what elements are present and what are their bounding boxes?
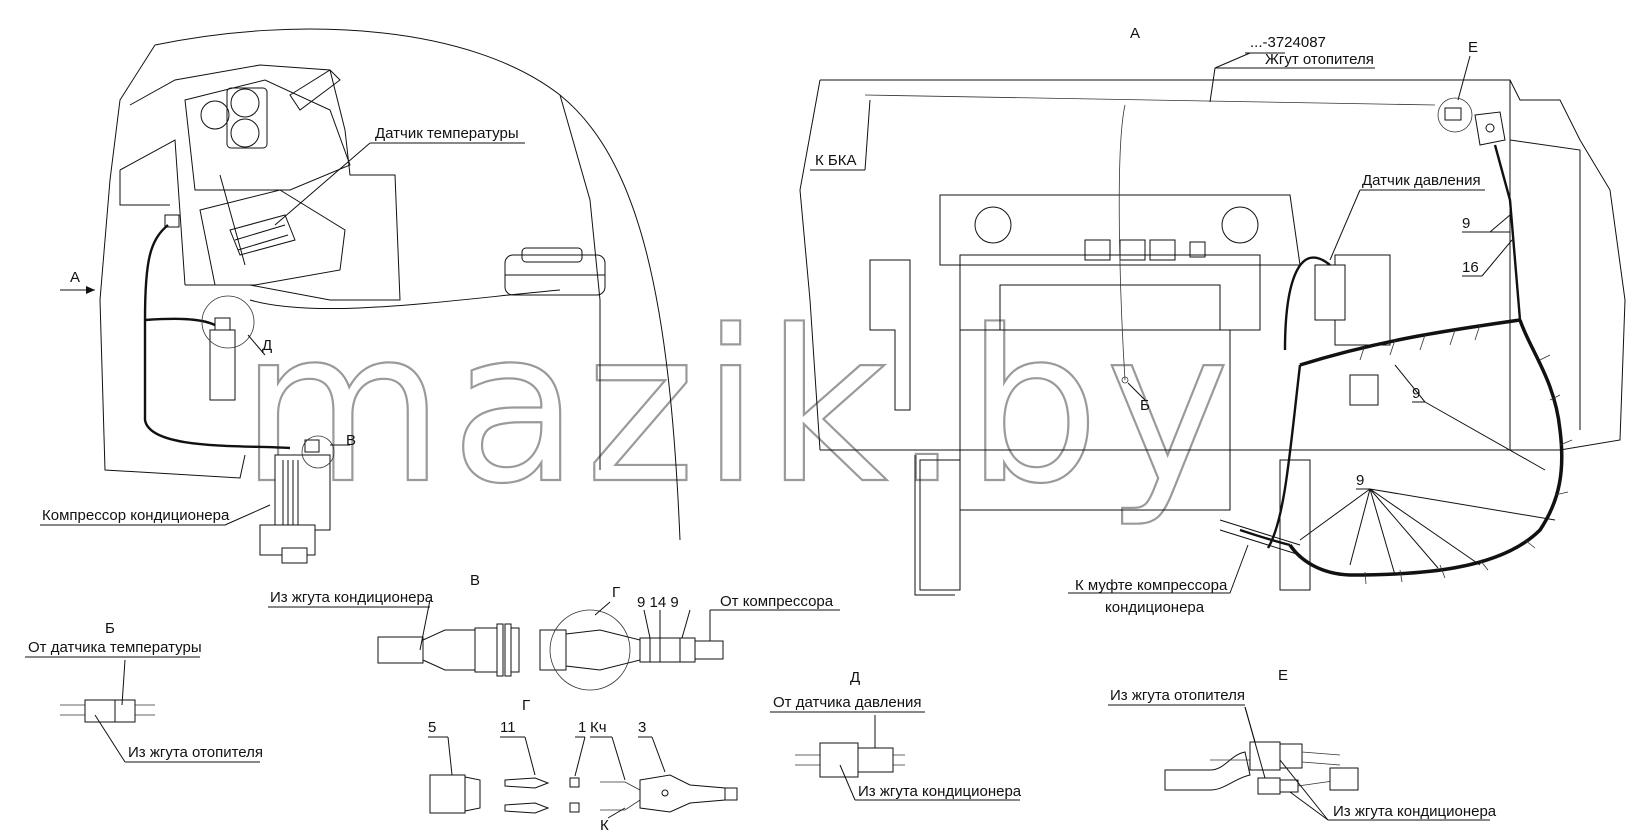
label-item-kch: Кч: [590, 719, 607, 736]
label-item-9a: 9: [1462, 215, 1470, 232]
label-item-16: 16: [1462, 259, 1479, 276]
label-from-pressure-sensor: От датчика давления: [773, 694, 922, 711]
label-items-9-14-9: 9 14 9: [637, 594, 679, 611]
label-from-ac-harness-v: Из жгута кондиционера: [270, 589, 434, 606]
label-from-temp-sensor: От датчика температуры: [28, 639, 202, 656]
detail-d-title: Д: [850, 669, 860, 686]
callout-b: Б: [1140, 397, 1150, 414]
callout-d: Д: [262, 337, 272, 354]
label-item-1: 1: [578, 719, 586, 736]
label-from-ac-harness-e: Из жгута кондиционера: [1333, 803, 1497, 820]
label-temp-sensor: Датчик температуры: [375, 125, 519, 142]
callout-e: Е: [1468, 39, 1478, 56]
label-item-3: 3: [638, 719, 646, 736]
detail-e-title: Е: [1278, 667, 1288, 684]
label-from-heater-harness-e: Из жгута отопителя: [1110, 687, 1245, 704]
watermark: mazik.by: [240, 285, 1236, 530]
label-item-5: 5: [428, 719, 436, 736]
label-to-bka: К БКА: [815, 152, 857, 169]
view-a: А: [799, 25, 1626, 616]
view-a-title: А: [1130, 25, 1140, 42]
detail-v-title: В: [470, 572, 480, 589]
label-from-heater-harness-b: Из жгута отопителя: [128, 744, 263, 761]
label-compressor: Компрессор кондиционера: [42, 507, 230, 524]
compressor-body: [259, 435, 335, 564]
callout-g: Г: [612, 584, 620, 601]
label-harness-number: ...-3724087: [1250, 34, 1326, 51]
label-clutch-2: кондиционера: [1105, 599, 1205, 616]
left-view-engine: А Датчик температуры Д В Компрессор конд…: [40, 28, 681, 564]
detail-v: В Из жгута кондиционера Г 9 14 9 От комп…: [268, 572, 840, 691]
label-from-ac-harness-d: Из жгута кондиционера: [858, 783, 1022, 800]
label-item-11: 11: [500, 719, 516, 736]
detail-d: Д От датчика давления Из жгута кондицион…: [770, 669, 1022, 801]
label-item-9c: 9: [1356, 472, 1364, 489]
detail-b-title: Б: [105, 620, 115, 637]
detail-g-title: Г: [522, 697, 530, 714]
label-item-k: К: [600, 817, 609, 834]
label-heater-harness: Жгут отопителя: [1265, 51, 1374, 68]
detail-g: Г 5 11 1 Кч К 3: [428, 697, 738, 834]
detail-b: Б От датчика температуры Из жгута отопит…: [25, 620, 263, 763]
label-item-9b: 9: [1412, 385, 1420, 402]
callout-v: В: [346, 432, 356, 449]
label-clutch-1: К муфте компрессора: [1075, 577, 1228, 594]
label-view-a-arrow: А: [70, 269, 80, 286]
label-from-compressor: От компрессора: [720, 593, 834, 610]
label-pressure-sensor: Датчик давления: [1362, 172, 1481, 189]
detail-e: Е Из жгута отопителя Из жгута кондиционе…: [1108, 667, 1497, 821]
